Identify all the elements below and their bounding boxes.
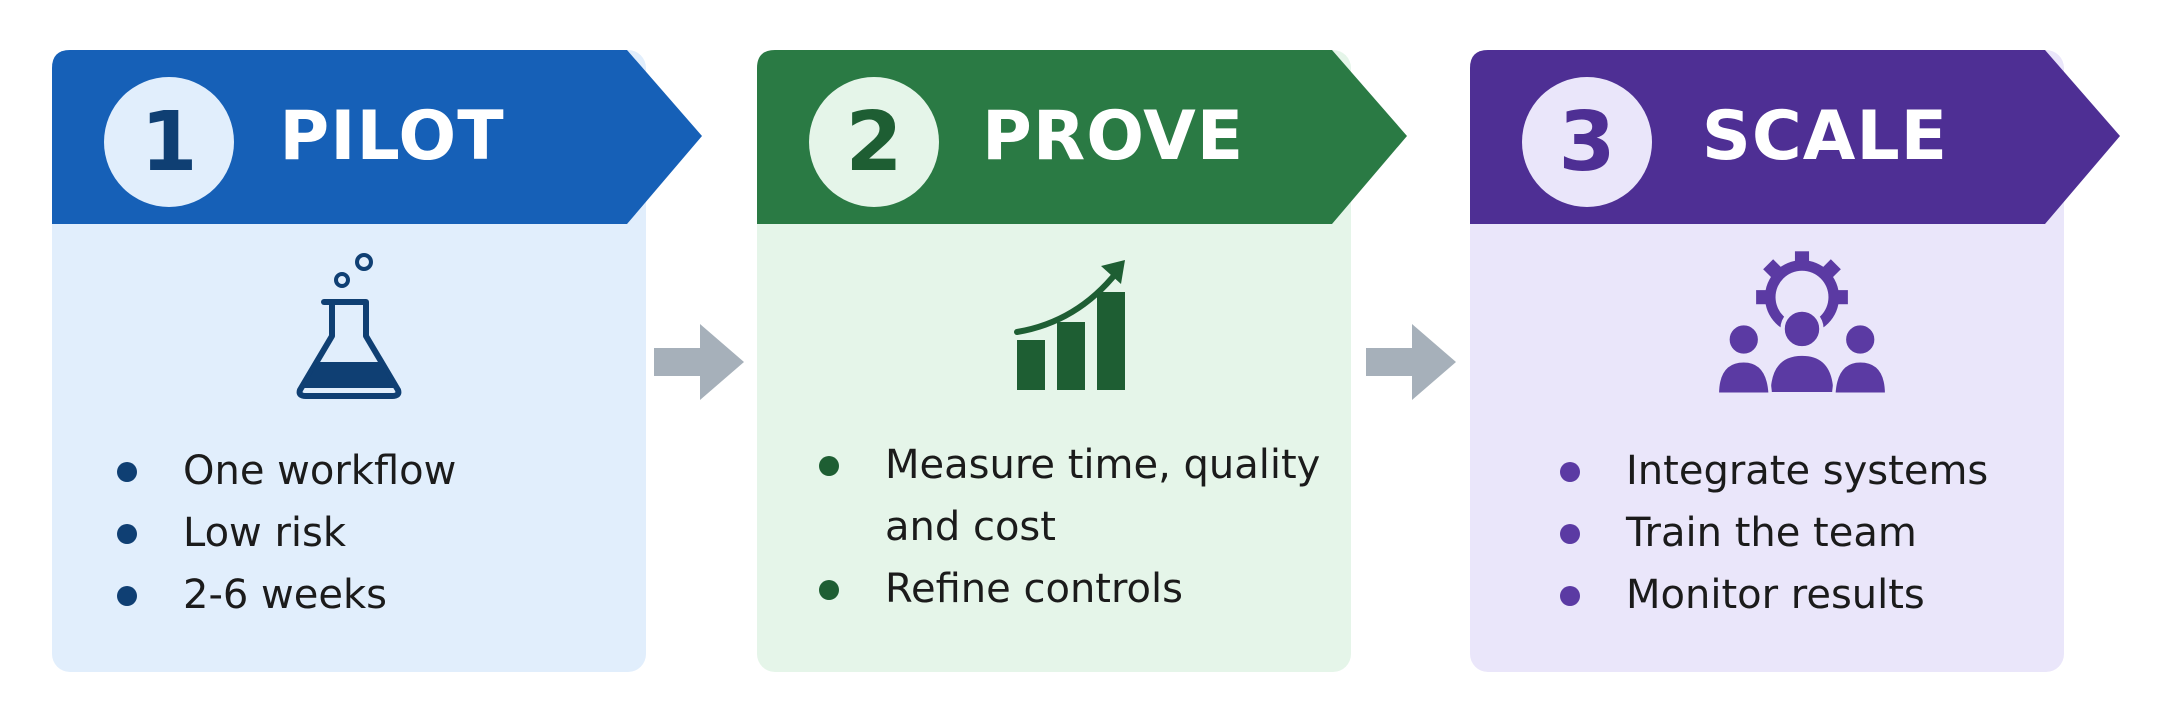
bullet-dot [1560, 462, 1580, 482]
bullet-text: Refine controls [885, 566, 1183, 612]
bullet-text: Measure time, quality and cost [885, 442, 1321, 550]
list-item: 2-6 weeks [117, 564, 637, 626]
bullet-dot [117, 524, 137, 544]
step-number-badge: 3 [1522, 77, 1652, 207]
step-card-prove: 2 PROVE Measure time, quality and cost R… [757, 50, 1407, 672]
growth-chart-icon [1014, 260, 1125, 390]
step-card-pilot: 1 PILOT One workflow Low risk 2-6 weeks [52, 50, 702, 672]
bullet-text: One workflow [183, 448, 457, 494]
list-item: Low risk [117, 502, 637, 564]
bullet-dot [117, 462, 137, 482]
bullet-text: Low risk [183, 510, 347, 556]
bullet-dot [819, 580, 839, 600]
step-title: PILOT [279, 97, 505, 176]
bullet-dot [117, 586, 137, 606]
bullet-list: One workflow Low risk 2-6 weeks [117, 440, 637, 626]
list-item: Measure time, quality and cost [819, 434, 1339, 558]
list-item: One workflow [117, 440, 637, 502]
bullet-dot [1560, 524, 1580, 544]
list-item: Monitor results [1560, 564, 2080, 626]
bullet-text: Monitor results [1626, 572, 1925, 618]
step-card-scale: 3 SCALE Integrate systems Train the team… [1470, 50, 2120, 672]
arrow-right-icon [654, 324, 744, 400]
list-item: Train the team [1560, 502, 2080, 564]
list-item: Integrate systems [1560, 440, 2080, 502]
team-gear-icon [1715, 251, 1889, 396]
step-title: SCALE [1701, 97, 1949, 176]
bullet-list: Measure time, quality and cost Refine co… [819, 434, 1339, 620]
step-number-badge: 2 [809, 77, 939, 207]
list-item: Refine controls [819, 558, 1339, 620]
bullet-dot [1560, 586, 1580, 606]
bullet-text: Train the team [1626, 510, 1917, 556]
flask-icon [296, 253, 402, 399]
step-number-badge: 1 [104, 77, 234, 207]
step-title: PROVE [982, 97, 1245, 176]
bullet-text: 2-6 weeks [183, 572, 387, 618]
bullet-dot [819, 456, 839, 476]
bullet-text: Integrate systems [1626, 448, 1989, 494]
bullet-list: Integrate systems Train the team Monitor… [1560, 440, 2080, 626]
arrow-right-icon [1366, 324, 1456, 400]
